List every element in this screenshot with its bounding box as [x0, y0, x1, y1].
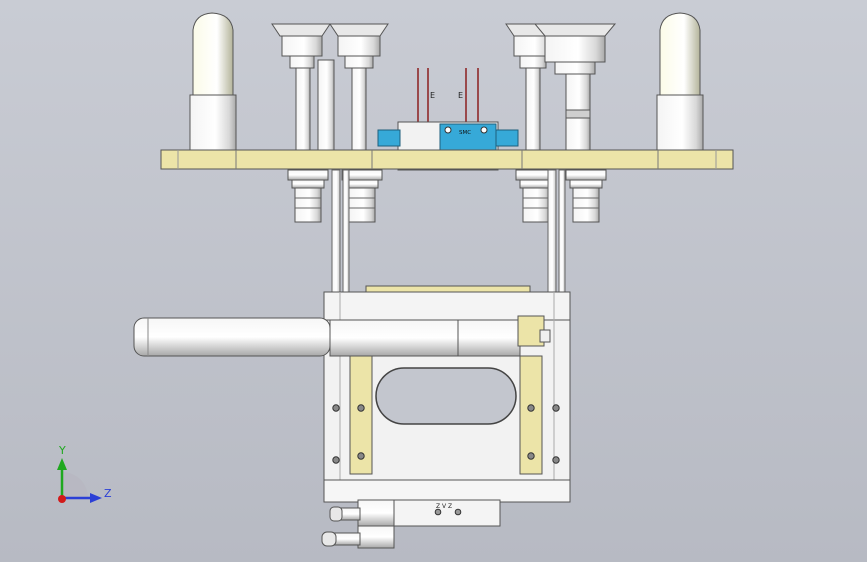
- fitting-right-2: [565, 169, 607, 223]
- y-axis-arrowhead: [57, 458, 67, 470]
- fitting-left-1: [287, 169, 329, 223]
- valve-brand-label: SMC: [459, 130, 471, 136]
- fitting-left-2: [341, 169, 383, 223]
- horizontal-cylinder: [133, 315, 551, 357]
- valve-wires: [417, 68, 479, 124]
- right-bullet-cylinder: [656, 12, 704, 151]
- suction-cup-4: [533, 23, 617, 151]
- valve-pin-label-1: E: [430, 91, 435, 100]
- z-axis-arrowhead: [90, 493, 102, 503]
- suction-cup-2: [317, 23, 389, 151]
- suction-cup-1: [271, 23, 331, 151]
- x-axis-dot: [58, 495, 66, 503]
- bottom-mark-label: Z V Z: [436, 503, 452, 510]
- triad-z-label: Z: [104, 487, 112, 500]
- orientation-triad[interactable]: [57, 458, 102, 503]
- triad-y-label: Y: [58, 444, 66, 457]
- valve-pin-label-2: E: [458, 91, 463, 100]
- mounting-plate: [160, 149, 734, 170]
- bottom-actuator: [321, 499, 501, 549]
- left-bullet-cylinder: [189, 12, 237, 151]
